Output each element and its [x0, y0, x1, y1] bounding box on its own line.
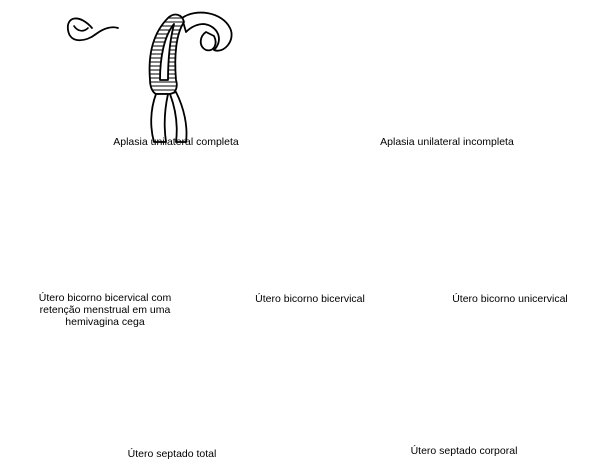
caption-bicorno-bicervical-retencao: Útero bicorno bicervical com retenção me…: [38, 292, 172, 328]
figure-aplasia-completa: [67, 11, 233, 143]
caption-bicorno-bicervical: Útero bicorno bicervical: [255, 293, 365, 305]
caption-aplasia-incompleta: Aplasia unilateral incompleta: [380, 136, 514, 148]
left-ovary-remnant: [67, 17, 119, 42]
right-ovary: [199, 31, 217, 52]
caption-aplasia-completa: Aplasia unilateral completa: [113, 136, 239, 148]
right-tube: [181, 11, 233, 52]
vagina: [150, 93, 169, 143]
caption-septado-total: Útero septado total: [127, 448, 217, 460]
caption-septado-corporal: Útero septado corporal: [410, 445, 518, 457]
caption-bicorno-unicervical: Útero bicorno unicervical: [452, 293, 568, 305]
